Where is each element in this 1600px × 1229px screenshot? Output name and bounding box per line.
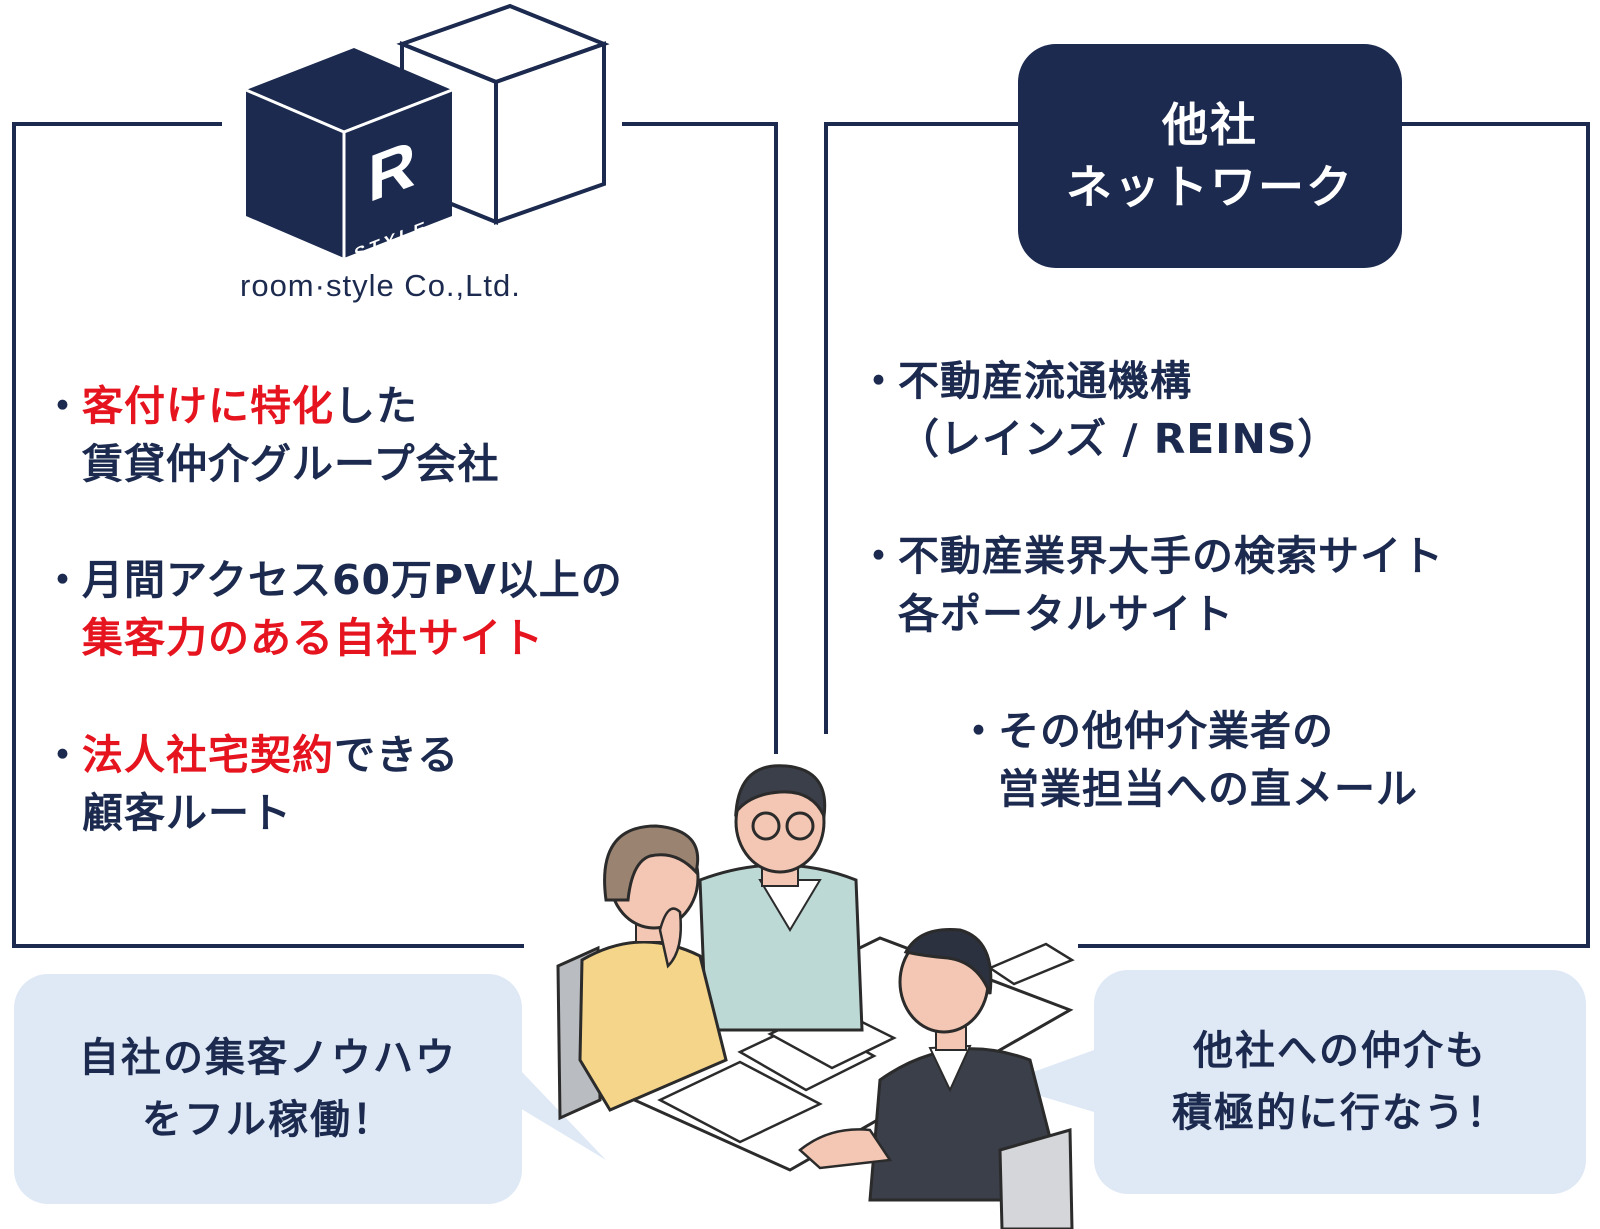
client-woman-illustration	[578, 824, 728, 1112]
left-speech-bubble: 自社の集客ノウハウ をフル稼働！	[14, 974, 522, 1204]
bullet-dot: ・	[42, 556, 84, 604]
right-item-3-line2: 営業担当への直メール	[998, 765, 1418, 813]
right-item-1-line1: 不動産流通機構	[898, 357, 1192, 405]
left-item-3-line2: 顧客ルート	[82, 789, 292, 837]
bullet-dot: ・	[42, 382, 84, 430]
left-frame	[12, 122, 524, 948]
bullet-dot: ・	[858, 357, 900, 405]
right-speech-bubble: 他社への仲介も 積極的に行なう！	[1094, 970, 1586, 1194]
right-item-2-line2: 各ポータルサイト	[898, 590, 1234, 638]
logo-letter: R	[368, 126, 416, 218]
bullet-dot: ・	[42, 731, 84, 779]
bullet-dot: ・	[858, 532, 900, 580]
right-item-2-line1: 不動産業界大手の検索サイト	[898, 532, 1444, 580]
left-item-1-tail: した	[334, 382, 418, 430]
client-man-illustration	[698, 764, 864, 1032]
left-item-3-tail: できる	[334, 731, 460, 779]
network-title-line1: 他社	[1162, 98, 1258, 152]
left-item-3: ・法人社宅契約できる 顧客ルート	[42, 726, 459, 842]
right-item-2: ・不動産業界大手の検索サイト 各ポータルサイト	[858, 527, 1444, 643]
right-bubble-tail	[1000, 1050, 1094, 1112]
company-name: room·style Co.,Ltd.	[240, 268, 521, 303]
left-item-2: ・月間アクセス60万PV以上の 集客力のある自社サイト	[42, 551, 623, 667]
left-item-1-highlight: 客付けに特化	[82, 382, 334, 430]
right-item-1-line2: （レインズ / REINS）	[898, 415, 1340, 463]
bullet-dot: ・	[958, 707, 1000, 755]
left-item-3-highlight: 法人社宅契約	[82, 731, 334, 779]
right-bubble-line2: 積極的に行なう！	[1172, 1090, 1508, 1136]
left-bubble-line1: 自社の集客ノウハウ	[79, 1035, 457, 1081]
right-frame-left	[824, 122, 1018, 734]
right-item-3-line1: その他仲介業者の	[998, 707, 1334, 755]
documents-icon	[657, 942, 1075, 1144]
network-title-line2: ネットワーク	[1066, 160, 1354, 214]
left-item-2-line1: 月間アクセス60万PV以上の	[82, 556, 623, 604]
left-item-1: ・客付けに特化した 賃貸仲介グループ会社	[42, 377, 500, 493]
left-item-1-line2: 賃貸仲介グループ会社	[82, 440, 500, 488]
right-bubble-line1: 他社への仲介も	[1193, 1028, 1487, 1074]
left-bubble-line2: をフル稼働！	[142, 1097, 394, 1143]
right-item-3: ・その他仲介業者の 営業担当への直メール	[958, 702, 1418, 818]
left-item-2-highlight: 集客力のある自社サイト	[82, 614, 544, 662]
left-frame-right	[622, 122, 778, 754]
right-item-1: ・不動産流通機構 （レインズ / REINS）	[858, 352, 1339, 468]
network-title-badge: 他社 ネットワーク	[1018, 44, 1402, 268]
right-frame	[1078, 122, 1590, 948]
